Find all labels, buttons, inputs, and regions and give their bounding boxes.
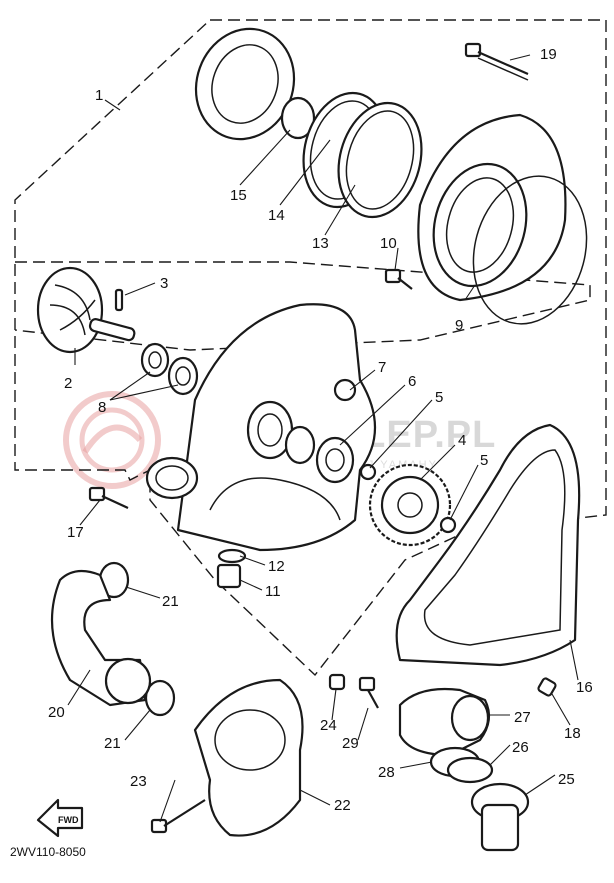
callout-labels: 1 2 3 4 5 5 6 7 8 9 10 11 12 13 14 15 16… — [48, 46, 593, 814]
callout-22: 22 — [334, 797, 351, 814]
callout-27: 27 — [514, 709, 531, 726]
callout-17: 17 — [67, 524, 84, 541]
assembly-boundary — [14, 19, 607, 677]
callout-25: 25 — [558, 771, 575, 788]
pump-body — [145, 303, 376, 552]
callout-23: 23 — [130, 773, 147, 790]
part-26-o-ring — [446, 756, 494, 784]
callout-5a: 5 — [435, 389, 443, 406]
part-5-circlip-a — [359, 463, 377, 481]
callout-8: 8 — [98, 399, 106, 416]
part-13-o-ring — [337, 101, 423, 219]
diagram-code: 2WV110-8050 — [10, 845, 86, 859]
part-4-drive-gear — [368, 463, 452, 547]
part-12-washer — [217, 548, 247, 564]
callout-6: 6 — [408, 373, 416, 390]
part-10-bolt — [384, 268, 413, 290]
callout-28: 28 — [378, 764, 395, 781]
callout-24: 24 — [320, 717, 337, 734]
callout-15: 15 — [230, 187, 247, 204]
pump-body-boundary — [14, 261, 591, 351]
callout-13: 13 — [312, 235, 329, 252]
callout-7: 7 — [378, 359, 386, 376]
callout-21a: 21 — [162, 593, 179, 610]
part-16-gasket — [395, 423, 581, 667]
part-15-oil-seal — [194, 27, 316, 141]
callout-18: 18 — [564, 725, 581, 742]
part-25-thermostat — [470, 782, 530, 852]
part-19-bolt — [464, 42, 529, 81]
callout-4: 4 — [458, 432, 466, 449]
part-3-pin — [114, 288, 124, 312]
part-24-nut — [328, 673, 346, 691]
callout-12: 12 — [268, 558, 285, 575]
part-9-pump-cover — [417, 113, 588, 325]
part-17-bolt — [88, 486, 129, 509]
callout-19: 19 — [540, 46, 557, 63]
callout-1: 1 — [95, 87, 103, 104]
part-23-bolt — [150, 799, 206, 834]
callout-16: 16 — [576, 679, 593, 696]
callout-26: 26 — [512, 739, 529, 756]
fwd-label: FWD — [58, 815, 79, 825]
part-5-circlip-b — [439, 516, 457, 534]
callout-5b: 5 — [480, 452, 488, 469]
callout-2: 2 — [64, 375, 72, 392]
part-21-o-ring-b — [144, 679, 176, 717]
callout-11: 11 — [265, 583, 281, 600]
leader-lines — [67, 54, 579, 823]
callout-14: 14 — [268, 207, 285, 224]
part-2-impeller — [36, 266, 136, 354]
callout-10: 10 — [380, 235, 397, 252]
callout-20: 20 — [48, 704, 65, 721]
callout-3: 3 — [160, 275, 168, 292]
callout-29: 29 — [342, 735, 359, 752]
part-29-bolt — [358, 676, 379, 709]
callout-21b: 21 — [104, 735, 121, 752]
part-22-thermostat-housing — [193, 678, 304, 837]
forward-arrow-icon: FWD — [36, 798, 84, 838]
part-11-drain-plug — [216, 563, 242, 589]
callout-9: 9 — [455, 317, 463, 334]
part-18-fitting — [537, 677, 557, 697]
